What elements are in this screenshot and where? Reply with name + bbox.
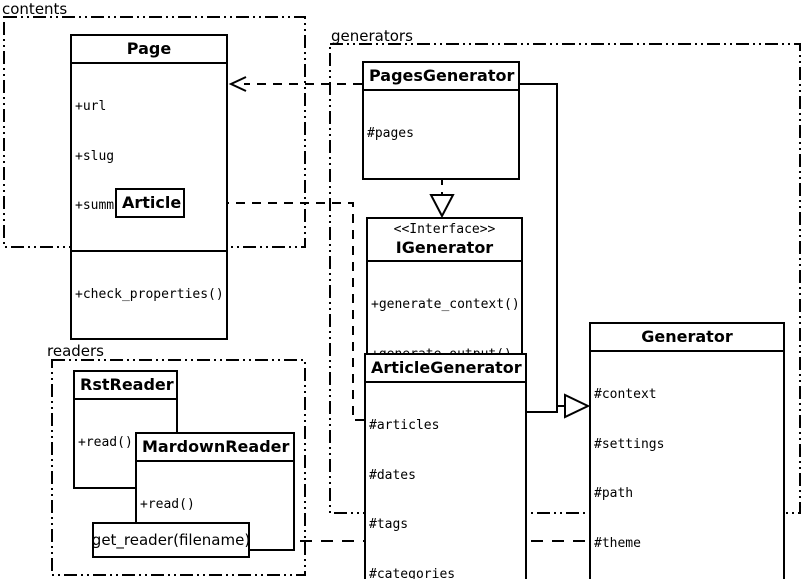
attribute: +slug xyxy=(75,148,115,164)
attribute: #articles xyxy=(369,418,440,433)
class-mardownreader-title: MardownReader xyxy=(142,437,290,456)
inheritance-generators-to-generator xyxy=(520,83,591,419)
class-pagesgenerator-title: PagesGenerator xyxy=(369,66,515,85)
package-label-generators: generators xyxy=(331,27,413,45)
function-get-reader: get_reader(filename) xyxy=(92,522,250,558)
class-rstreader: RstReader +read() xyxy=(73,370,178,489)
attribute: #theme xyxy=(594,535,641,551)
class-generator-title: Generator xyxy=(641,327,733,346)
package-contents-border xyxy=(3,16,306,248)
method: +generate_context() xyxy=(371,297,520,312)
class-page-title: Page xyxy=(126,39,172,58)
class-articlegenerator: ArticleGenerator #articles #dates #tags … xyxy=(364,353,527,579)
package-label-contents: contents xyxy=(2,0,68,18)
attribute: #context xyxy=(594,387,657,402)
function-get-reader-label: get_reader(filename) xyxy=(91,531,251,549)
attribute: #path xyxy=(594,486,634,501)
method: +read() xyxy=(140,497,195,512)
attribute: #categories xyxy=(369,566,456,579)
attribute: #pages xyxy=(367,126,414,141)
package-readers-border xyxy=(51,359,306,576)
class-rstreader-title: RstReader xyxy=(80,375,174,394)
class-page: Page +url +slug +summary +check_properti… xyxy=(70,34,228,340)
method: +read() xyxy=(78,435,133,450)
class-articlegenerator-title: ArticleGenerator xyxy=(371,358,522,377)
class-pagesgenerator-attributes: #pages xyxy=(364,89,518,178)
class-pagesgenerator: PagesGenerator #pages xyxy=(362,61,520,180)
class-article: Article xyxy=(115,188,185,218)
method: +check_properties() xyxy=(75,286,224,302)
attribute: +url xyxy=(75,99,107,114)
attribute: #settings xyxy=(594,436,665,452)
class-generator: Generator #context #settings #path #them… xyxy=(589,322,785,579)
package-label-readers: readers xyxy=(47,342,104,360)
class-igenerator-stereotype: <<Interface>> xyxy=(393,222,496,237)
class-rstreader-methods: +read() xyxy=(75,398,176,487)
class-igenerator-title: IGenerator xyxy=(395,238,494,257)
dependency-pagesgenerator-to-page xyxy=(228,76,362,92)
class-articlegenerator-attributes: #articles #dates #tags #categories xyxy=(366,381,525,579)
attribute: #tags xyxy=(369,517,409,532)
attribute: #dates xyxy=(369,467,416,483)
class-page-methods: +check_properties() xyxy=(72,249,226,339)
package-generators-border xyxy=(329,43,801,514)
class-page-attributes: +url +slug +summary xyxy=(72,62,226,250)
class-generator-attributes: #context #settings #path #theme #output_… xyxy=(591,350,783,579)
class-mardownreader-methods: +read() xyxy=(137,460,293,549)
class-article-title: Article xyxy=(122,193,182,212)
